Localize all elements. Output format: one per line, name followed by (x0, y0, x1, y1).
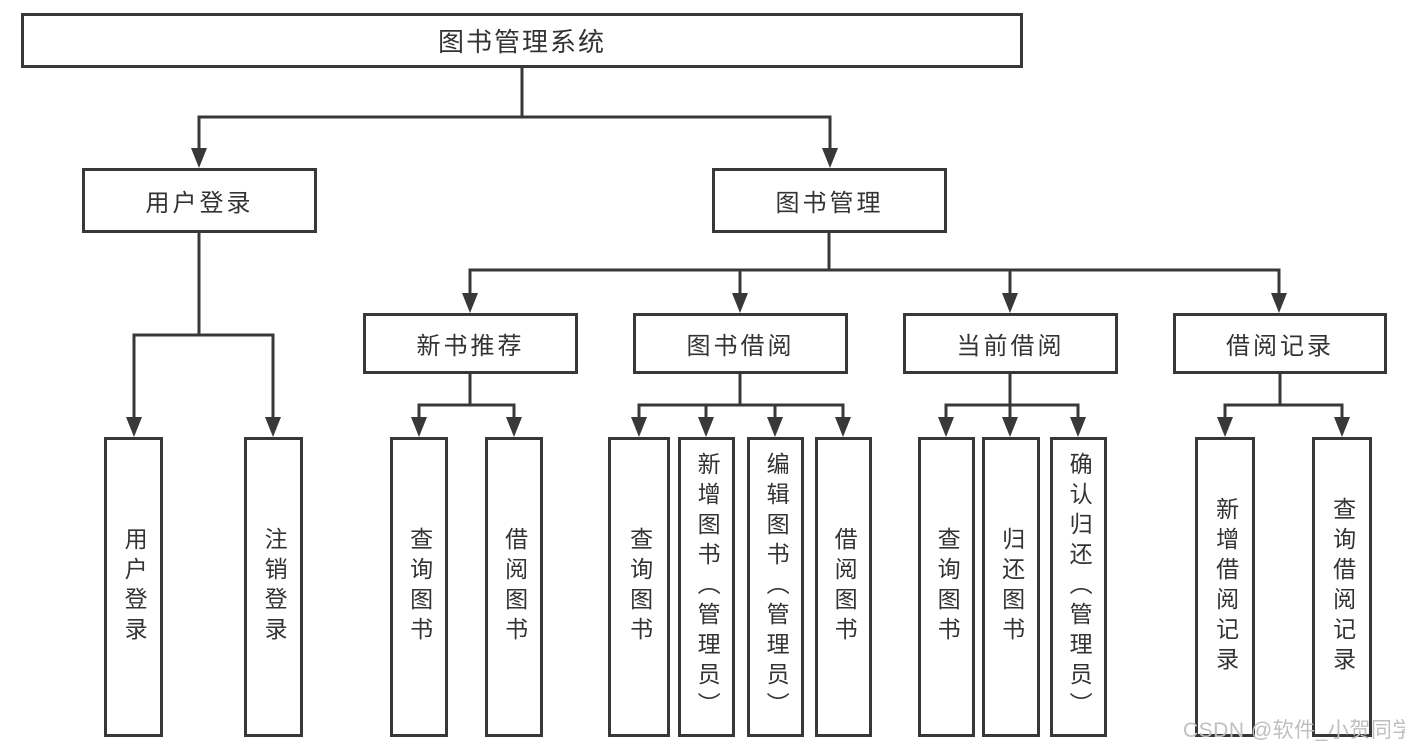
tree-edges (132, 68, 1344, 419)
node-label: 当前借阅 (956, 333, 1065, 360)
node-label: 注销登录 (261, 527, 288, 647)
leaf-user-login: 用户登录 (104, 437, 163, 737)
node-label: 新增借阅记录 (1212, 497, 1239, 677)
leaf-recommend-borrow-books: 借阅图书 (485, 437, 543, 737)
node-label: 查询图书 (406, 527, 433, 647)
node-book-borrowing: 图书借阅 (633, 313, 848, 374)
leaf-borrow-edit-books-admin: 编辑图书（管理员） (747, 437, 804, 737)
leaf-recommend-search-books: 查询图书 (390, 437, 448, 737)
watermark-text: CSDN @软件_小贺同学 (1183, 719, 1405, 742)
leaf-borrow-add-books-admin: 新增图书（管理员） (678, 437, 735, 737)
leaf-borrow-borrow-books: 借阅图书 (815, 437, 872, 737)
node-label: 编辑图书（管理员） (763, 452, 790, 722)
node-label: 新书推荐 (416, 333, 525, 360)
leaf-current-confirm-return-admin: 确认归还（管理员） (1050, 437, 1107, 737)
leaf-current-search-books: 查询图书 (918, 437, 975, 737)
leaf-logout-login: 注销登录 (244, 437, 303, 737)
node-label: 用户登录 (145, 190, 254, 217)
node-current-borrowing: 当前借阅 (903, 313, 1118, 374)
node-label: 确认归还（管理员） (1066, 452, 1093, 722)
leaf-records-search-record: 查询借阅记录 (1312, 437, 1372, 737)
node-label: 借阅记录 (1226, 333, 1334, 360)
leaf-records-add-record: 新增借阅记录 (1195, 437, 1255, 737)
node-label: 查询图书 (934, 527, 961, 647)
node-label: 查询借阅记录 (1329, 497, 1356, 677)
node-label: 图书借阅 (686, 333, 795, 360)
node-label: 借阅图书 (501, 527, 528, 647)
node-borrowing-records: 借阅记录 (1173, 313, 1387, 374)
node-label: 新增图书（管理员） (694, 452, 721, 722)
node-library-management-system: 图书管理系统 (21, 13, 1023, 68)
node-new-book-recommendation: 新书推荐 (363, 313, 578, 374)
node-book-management: 图书管理 (712, 168, 947, 233)
node-user-login: 用户登录 (82, 168, 317, 233)
node-label: 图书管理 (775, 190, 884, 217)
node-label: 图书管理系统 (437, 27, 606, 57)
leaf-current-return-books: 归还图书 (982, 437, 1040, 737)
node-label: 用户登录 (121, 527, 148, 647)
node-label: 查询图书 (626, 527, 653, 647)
node-label: 借阅图书 (831, 527, 858, 647)
leaf-borrow-search-books: 查询图书 (608, 437, 670, 737)
node-label: 归还图书 (998, 527, 1025, 647)
